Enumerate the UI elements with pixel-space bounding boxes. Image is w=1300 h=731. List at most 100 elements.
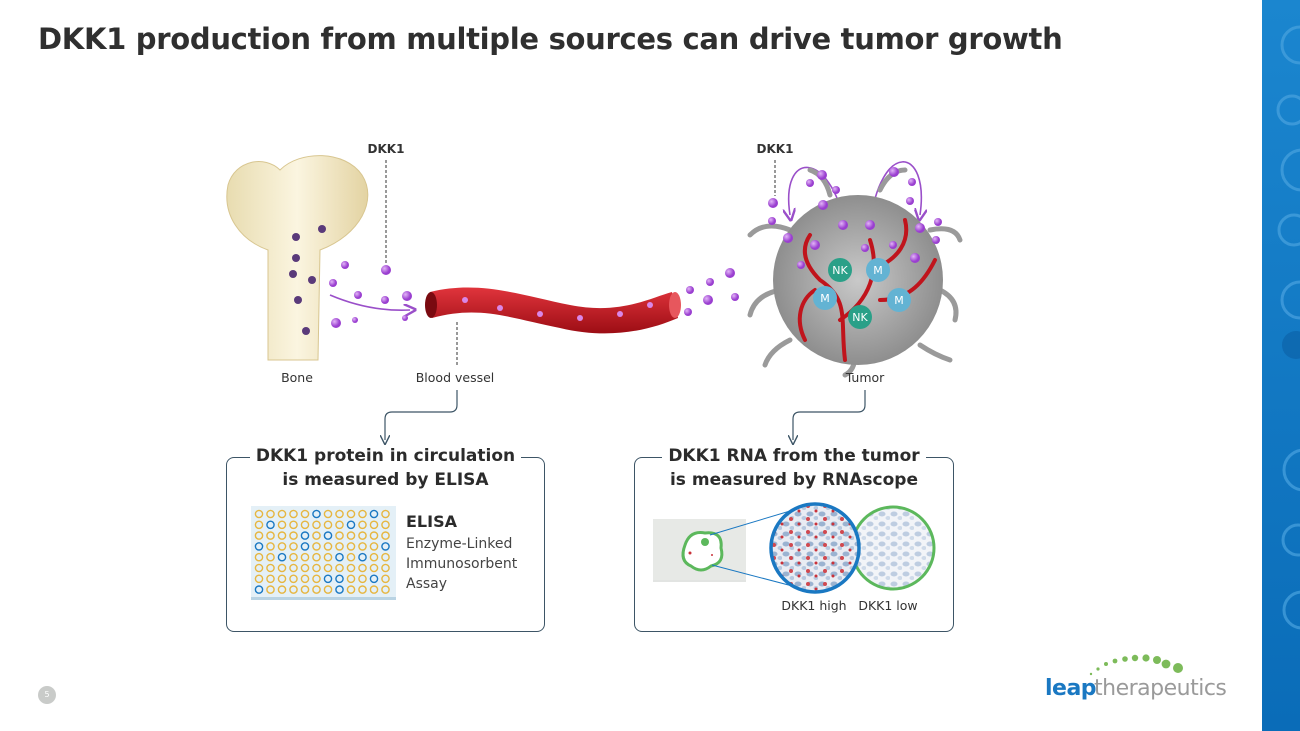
elisa-well xyxy=(254,552,264,562)
dkk1-high-label: DKK1 high xyxy=(781,598,847,613)
elisa-well xyxy=(381,552,390,562)
elisa-well xyxy=(277,531,287,540)
elisa-well xyxy=(289,531,298,540)
elisa-well xyxy=(312,509,321,519)
elisa-well xyxy=(323,574,333,584)
elisa-well xyxy=(346,563,356,573)
dkk1-particles xyxy=(329,167,942,328)
macrophage-label: M xyxy=(894,294,904,307)
elisa-well xyxy=(346,542,356,551)
elisa-well xyxy=(358,574,367,584)
blood-vessel-graphic xyxy=(425,287,681,334)
elisa-well xyxy=(300,520,310,530)
elisa-well xyxy=(289,574,298,584)
elisa-well xyxy=(358,509,367,519)
rnascope-images xyxy=(653,502,936,594)
elisa-well xyxy=(266,574,275,584)
heading-line-1: DKK1 RNA from the tumor xyxy=(662,446,926,466)
elisa-title: ELISA xyxy=(406,512,457,531)
elisa-well xyxy=(312,563,321,573)
bone-graphic xyxy=(226,155,369,361)
elisa-well xyxy=(323,542,333,551)
logo-dots-icon xyxy=(1089,654,1183,676)
bone-label: Bone xyxy=(281,370,313,385)
elisa-well xyxy=(289,563,298,573)
elisa-well xyxy=(289,542,298,551)
elisa-well xyxy=(369,542,379,551)
dkk1-label-tumor: DKK1 xyxy=(756,142,794,156)
elisa-well xyxy=(312,520,321,530)
elisa-well xyxy=(277,520,287,530)
heading-line-2: is measured by RNAscope xyxy=(669,470,919,490)
elisa-well xyxy=(300,585,310,594)
elisa-well xyxy=(369,552,379,562)
elisa-well xyxy=(358,552,367,562)
elisa-well xyxy=(381,585,390,594)
heading-line-1: DKK1 protein in circulation xyxy=(249,446,522,466)
elisa-well xyxy=(358,563,367,573)
elisa-well xyxy=(300,552,310,562)
dkk1-illustration: NK NK M M M xyxy=(226,155,963,731)
elisa-well xyxy=(312,585,321,594)
elisa-well xyxy=(254,531,264,540)
elisa-well xyxy=(323,520,333,530)
elisa-well xyxy=(266,531,275,540)
elisa-well xyxy=(300,531,310,540)
elisa-well xyxy=(381,531,390,540)
elisa-well xyxy=(346,574,356,584)
elisa-well xyxy=(254,520,264,530)
slide-title: DKK1 production from multiple sources ca… xyxy=(38,22,1063,56)
blood-vessel-label: Blood vessel xyxy=(415,370,495,385)
elisa-line: Assay xyxy=(406,576,448,592)
elisa-well xyxy=(335,531,344,540)
rnascope-box-heading: DKK1 RNA from the tumor is measured by R… xyxy=(634,444,954,492)
elisa-line: Enzyme-Linked xyxy=(406,536,513,552)
elisa-well xyxy=(254,585,264,594)
elisa-well xyxy=(369,585,379,594)
elisa-well xyxy=(266,509,275,519)
elisa-well xyxy=(323,531,333,540)
elisa-well xyxy=(358,520,367,530)
elisa-well xyxy=(335,563,344,573)
logo-leap: leap xyxy=(1045,676,1097,701)
elisa-well xyxy=(266,542,275,551)
elisa-well xyxy=(323,585,333,594)
elisa-well xyxy=(312,574,321,584)
elisa-well xyxy=(335,520,344,530)
heading-line-2: is measured by ELISA xyxy=(282,470,489,490)
elisa-well xyxy=(381,520,390,530)
elisa-well xyxy=(346,585,356,594)
elisa-well xyxy=(277,563,287,573)
elisa-well xyxy=(358,531,367,540)
elisa-well xyxy=(381,509,390,519)
elisa-well xyxy=(335,509,344,519)
elisa-well xyxy=(346,520,356,530)
dkk1-label-bone: DKK1 xyxy=(367,142,405,156)
elisa-well xyxy=(277,574,287,584)
elisa-well xyxy=(323,552,333,562)
macrophage-label: M xyxy=(873,264,883,277)
elisa-well xyxy=(358,542,367,551)
elisa-well xyxy=(369,520,379,530)
elisa-well xyxy=(254,542,264,551)
elisa-well xyxy=(381,563,390,573)
elisa-well xyxy=(300,509,310,519)
elisa-well xyxy=(289,509,298,519)
tumor-graphic: NK NK M M M xyxy=(747,167,963,378)
logo-therapeutics: therapeutics xyxy=(1094,676,1227,701)
elisa-well xyxy=(323,509,333,519)
elisa-well xyxy=(289,520,298,530)
elisa-well xyxy=(346,531,356,540)
elisa-well xyxy=(300,542,310,551)
elisa-well xyxy=(289,585,298,594)
elisa-well xyxy=(323,563,333,573)
nk-cell-label: NK xyxy=(832,264,848,277)
elisa-well xyxy=(358,585,367,594)
elisa-well xyxy=(277,542,287,551)
elisa-box-heading: DKK1 protein in circulation is measured … xyxy=(226,444,545,492)
elisa-well xyxy=(266,585,275,594)
elisa-well xyxy=(369,509,379,519)
dkk1-low-label: DKK1 low xyxy=(858,598,918,613)
elisa-well xyxy=(266,552,275,562)
elisa-well xyxy=(369,574,379,584)
